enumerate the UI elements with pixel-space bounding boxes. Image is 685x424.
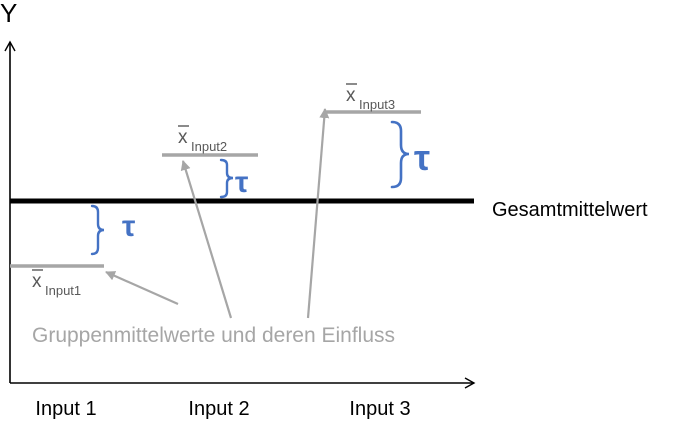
grand-mean-label: Gesamtmittelwert bbox=[492, 199, 648, 221]
x-tick-label-3: Input 3 bbox=[349, 398, 410, 419]
effect-brace-input3 bbox=[390, 120, 410, 189]
xbar-symbol: x bbox=[346, 85, 356, 106]
arrow-to-input3-mean bbox=[306, 108, 330, 319]
effect-brace-input1 bbox=[90, 204, 105, 256]
xbar-subscript: Input3 bbox=[359, 97, 395, 112]
x-tick-label-1: Input 1 bbox=[35, 398, 96, 419]
xbar-subscript: Input1 bbox=[45, 283, 81, 298]
xbar-symbol: x bbox=[32, 271, 42, 292]
effect-brace-input2 bbox=[219, 158, 234, 199]
effect-tau-input1: τ bbox=[122, 210, 135, 243]
effect-tau-input3: τ bbox=[414, 137, 430, 178]
xbar-subscript: Input2 bbox=[191, 139, 227, 154]
group-mean-label-input3: x Input3 bbox=[346, 83, 395, 112]
group-mean-label-input2: x Input2 bbox=[178, 125, 227, 154]
arrow-to-input1-mean bbox=[105, 270, 179, 306]
y-axis-label: Y bbox=[0, 0, 17, 28]
group-mean-label-input1: x Input1 bbox=[32, 269, 81, 298]
arrow-to-input2-mean bbox=[180, 160, 233, 319]
caption: Gruppenmittelwerte und deren Einfluss bbox=[32, 324, 395, 347]
x-tick-label-2: Input 2 bbox=[188, 398, 249, 419]
xbar-symbol: x bbox=[178, 127, 188, 148]
effect-tau-input2: τ bbox=[235, 166, 248, 199]
